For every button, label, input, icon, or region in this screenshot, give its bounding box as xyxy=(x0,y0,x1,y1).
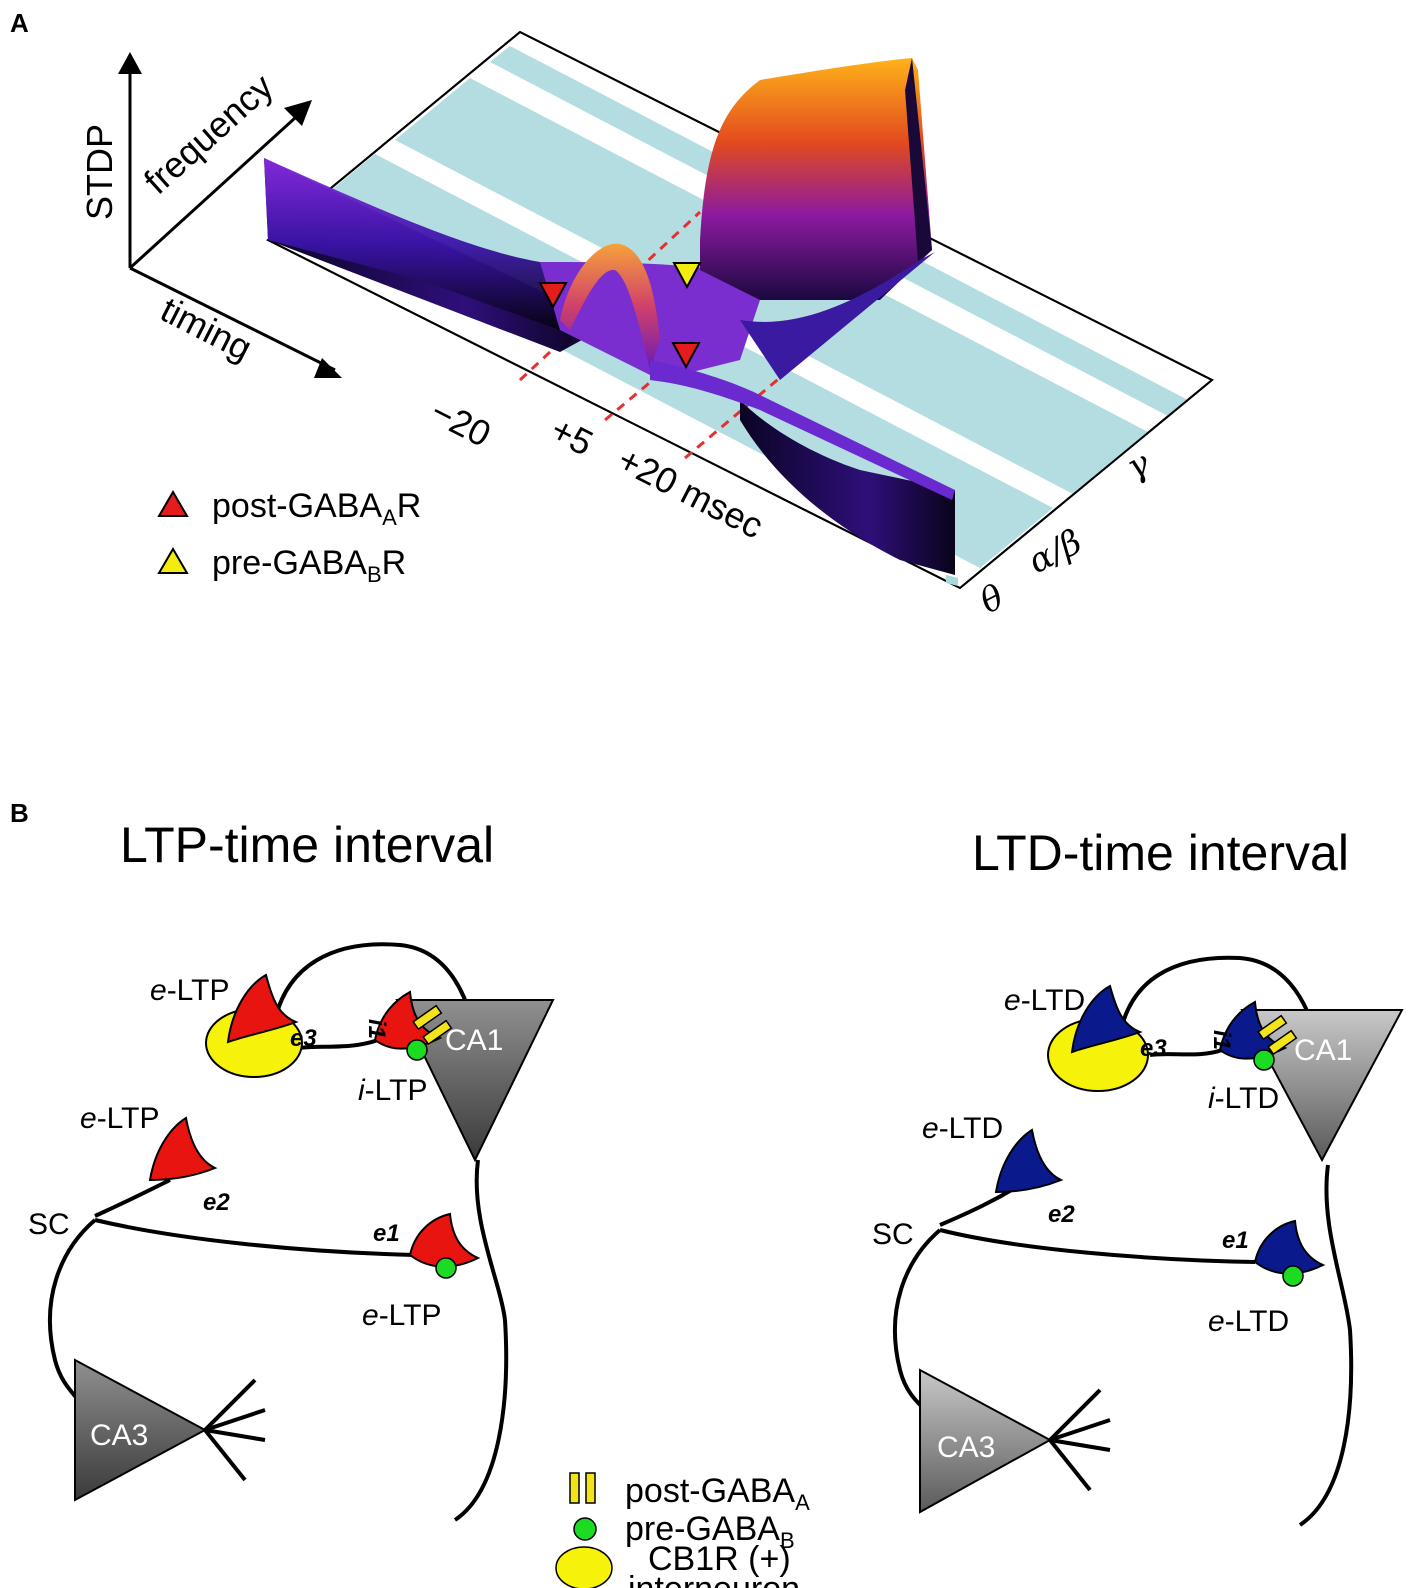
ltp-pre-gabab-receptor-2 xyxy=(435,1257,457,1279)
ltd-e2-label: e2 xyxy=(1048,1201,1075,1228)
legend-pre-gabab-text: pre-GABAB xyxy=(625,1510,795,1553)
timing-axis-arrowhead xyxy=(314,358,342,378)
ltd-synapse-e1 xyxy=(1253,1219,1326,1275)
ltd-title: LTD-time interval xyxy=(972,825,1349,881)
ltp-synapse-e2 xyxy=(148,1116,218,1182)
band-label-gamma: γ xyxy=(1120,443,1157,488)
legend-post-gabaar-text: post-GABAAR xyxy=(212,487,421,530)
ltp-e3-label: e3 xyxy=(290,1025,317,1052)
ltp-e1-label: e1 xyxy=(373,1220,400,1247)
frequency-axis-label: frequency xyxy=(136,66,281,202)
timing-axis-label: timing xyxy=(154,289,258,369)
ltp-e-ltp-top-label: e-LTP xyxy=(150,974,229,1007)
ltp-post-gabaa-receptor-1 xyxy=(412,1004,443,1031)
ltd-pre-gabab-receptor-1 xyxy=(1253,1049,1275,1071)
panel-b-label: B xyxy=(10,798,29,828)
ltd-circuit: CA3 CA1 e-LTD e-LTD i-LTD e-LTD e3 e2 e1… xyxy=(872,955,1404,1527)
axes-3d xyxy=(128,70,336,372)
ltp-sc-label: SC xyxy=(28,1208,70,1241)
legend-pre-gabab-receptor xyxy=(573,1517,597,1541)
panel-b-legend: post-GABAA pre-GABAB CB1R (+) interneuro… xyxy=(555,1472,810,1588)
legend-post-gabaa-text: post-GABAA xyxy=(625,1472,810,1515)
ltd-ca3-cell xyxy=(919,1368,1053,1514)
ltd-i-ltd-label: i-LTD xyxy=(1208,1082,1279,1115)
ltp-ca3-label: CA3 xyxy=(90,1419,148,1452)
ltd-ca1-label: CA1 xyxy=(1294,1034,1352,1067)
panel-a-label: A xyxy=(10,8,29,38)
legend-post-gabaa-receptor-2 xyxy=(585,1472,596,1504)
ltd-sc-label: SC xyxy=(872,1218,914,1251)
ltd-post-gabaa-receptor-2 xyxy=(1267,1029,1298,1056)
ltd-e-ltd-top-label: e-LTD xyxy=(1004,984,1085,1017)
legend-pre-gababr-text: pre-GABABR xyxy=(212,544,406,587)
ltd-pre-gabab-receptor-2 xyxy=(1282,1265,1304,1287)
post-gabaar-marker-2 xyxy=(671,342,701,370)
band-label-alpha-beta: α/β xyxy=(1022,522,1088,582)
post-gabaar-marker-1 xyxy=(538,282,568,310)
ltd-e3-label: e3 xyxy=(1140,1035,1167,1062)
ltd-post-gabaa-receptor-1 xyxy=(1257,1014,1288,1041)
ltp-title: LTP-time interval xyxy=(120,817,494,873)
ltd-synapse-e3 xyxy=(1070,984,1143,1054)
ltp-post-gabaa-receptor-2 xyxy=(422,1019,453,1046)
stdp-axis-label: STDP xyxy=(79,124,120,220)
ltp-e2-label: e2 xyxy=(203,1189,230,1216)
stdp-surface xyxy=(264,58,958,586)
legend-post-gabaar-marker xyxy=(157,490,189,517)
legend-cb1r-line1: CB1R (+) xyxy=(648,1540,791,1578)
ltp-ca1-label: CA1 xyxy=(445,1024,503,1057)
ltd-ca3-label: CA3 xyxy=(937,1431,995,1464)
tick-minus-20: −20 xyxy=(424,391,497,455)
legend-cb1r-interneuron xyxy=(555,1546,613,1588)
ltp-i1-label: i1 xyxy=(363,1019,390,1039)
ltd-e-ltd-bottom-label: e-LTD xyxy=(1208,1305,1289,1338)
legend-post-gabaa-receptor-1 xyxy=(569,1472,580,1504)
pre-gababr-marker xyxy=(672,262,702,290)
stdp-axis-arrowhead xyxy=(118,52,142,74)
tick-plus-5: +5 xyxy=(544,409,599,464)
ltd-e-ltd-left-label: e-LTD xyxy=(922,1112,1003,1145)
ltd-synapse-e2 xyxy=(994,1128,1064,1194)
ltp-circuit: CA3 CA1 e-LTP e-LTP i-LTP e-LTP e3 e2 e1… xyxy=(28,942,555,1522)
ltd-e1-label: e1 xyxy=(1222,1227,1249,1254)
legend-cb1r-line2: interneuron xyxy=(628,1570,800,1588)
ltp-i-ltp-label: i-LTP xyxy=(358,1074,427,1107)
ltp-pre-gabab-receptor-1 xyxy=(406,1039,428,1061)
panel-a-legend: post-GABAAR pre-GABABR xyxy=(157,487,421,587)
ltp-e-ltp-bottom-label: e-LTP xyxy=(362,1299,441,1332)
ltd-i1-label: i1 xyxy=(1208,1030,1235,1050)
ltp-e-ltp-left-label: e-LTP xyxy=(80,1102,159,1135)
ltp-synapse-e3 xyxy=(226,973,299,1044)
frequency-axis-arrowhead xyxy=(284,100,312,126)
band-label-theta: θ xyxy=(974,577,1010,622)
ltp-ca3-cell xyxy=(74,1358,208,1502)
legend-pre-gababr-marker xyxy=(157,547,189,574)
